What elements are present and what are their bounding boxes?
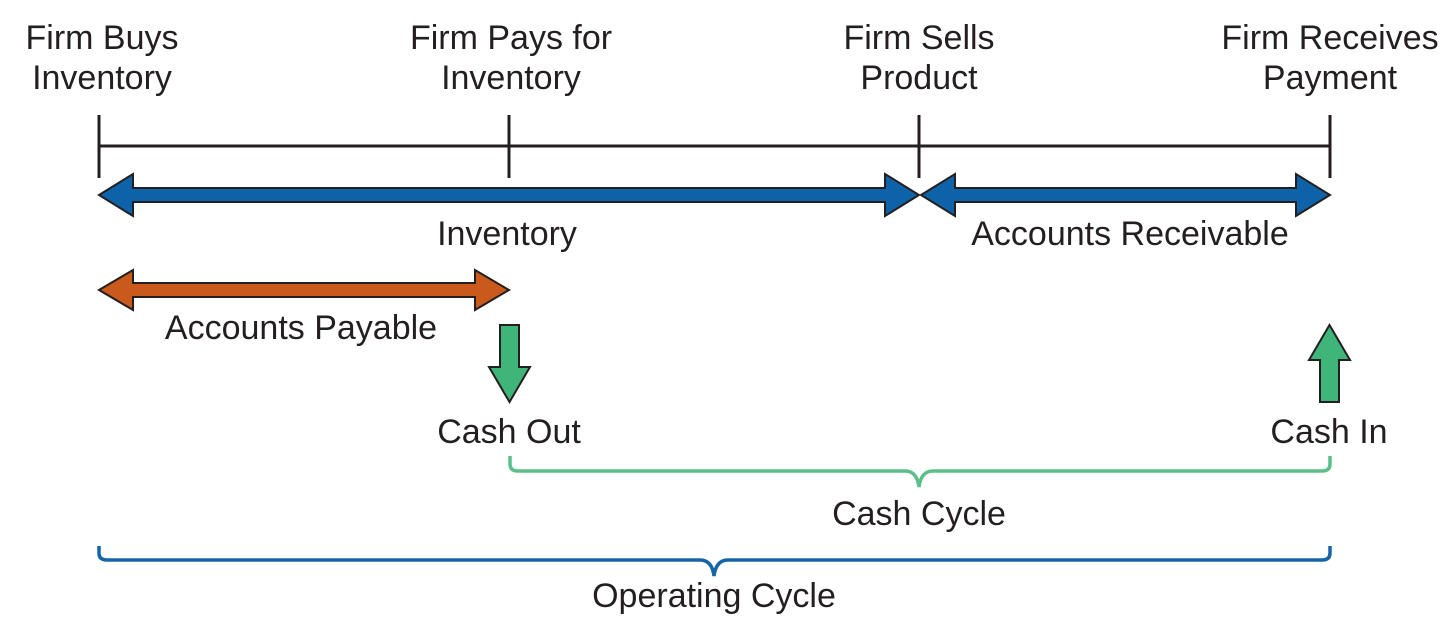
operating-cycle-bracket [97,546,1332,577]
event-firm-receives-payment: Firm Receives Payment [1221,18,1438,98]
event-line1: Firm Buys [25,19,179,57]
event-line2: Inventory [441,59,581,97]
event-line2: Product [860,59,978,97]
cash-in-label: Cash In [1270,413,1388,451]
event-firm-buys-inventory: Firm Buys Inventory [26,18,179,98]
operating-cycle-label: Operating Cycle [592,577,836,615]
event-line1: Firm Sells [843,19,995,57]
payable-period-label: Accounts Payable [164,309,438,347]
cash-in-arrow-icon [1307,323,1352,403]
inventory-period-arrow [97,172,921,218]
cash-cycle-bracket [508,456,1332,488]
cash-out-label: Cash Out [437,413,581,451]
cash-cycle-label: Cash Cycle [832,495,1006,533]
event-line1: Firm Receives [1221,19,1439,57]
payable-period-arrow [97,268,511,312]
event-firm-sells-product: Firm Sells Product [843,18,994,98]
event-line2: Payment [1262,59,1398,97]
event-line1: Firm Pays for [409,19,613,57]
cash-out-arrow-icon [487,324,532,404]
receivable-period-label: Accounts Receivable [971,215,1289,253]
event-line2: Inventory [32,59,172,97]
inventory-period-label: Inventory [437,215,577,253]
event-firm-pays-inventory: Firm Pays for Inventory [410,18,612,98]
receivable-period-arrow [919,172,1332,218]
